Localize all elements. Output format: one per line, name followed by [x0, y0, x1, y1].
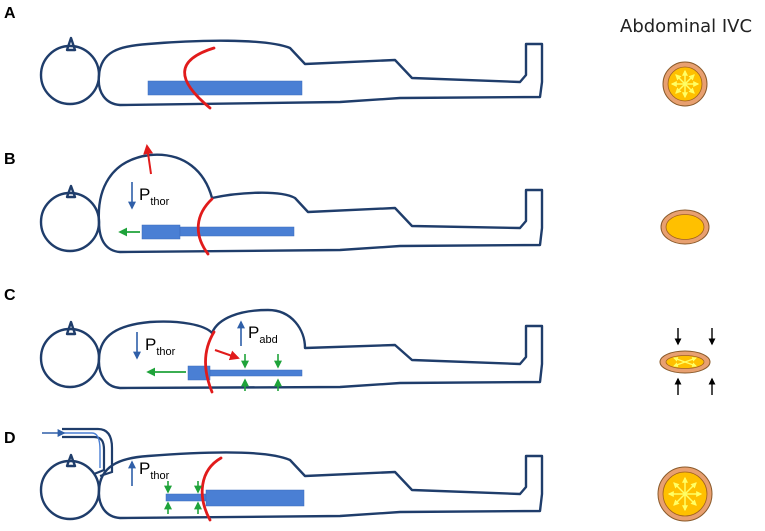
abdominal-pressure-label-c: Pabd [248, 323, 278, 346]
ivc-vessel-b [179, 226, 295, 237]
diaphragm-a [183, 46, 216, 110]
pressure-label-b: Pthor [139, 185, 170, 208]
nose-a [65, 36, 77, 52]
diaphragm-d [200, 456, 223, 522]
panel-d: D Pthor [4, 427, 713, 522]
compression-arrows-ivc-c [674, 328, 716, 395]
head-c [39, 327, 101, 389]
nose-d [65, 453, 77, 468]
torso-outline-a [97, 39, 544, 107]
nose-c [65, 320, 77, 336]
chest-expansion-arrow-b [143, 144, 154, 175]
ivc-cross-section-d [657, 466, 713, 522]
ivc-cross-section-b [660, 209, 710, 245]
ivc-vessel-d-thoracic [165, 493, 207, 502]
panel-letter-a: A [4, 5, 16, 22]
torso-outline-c [97, 308, 544, 390]
compression-arrows-c [241, 354, 282, 391]
ivc-cross-section-a [662, 61, 708, 107]
torso-outline-d [97, 451, 544, 520]
pressure-label-d: Pthor [139, 459, 170, 482]
panel-letter-b: B [4, 151, 16, 168]
panel-a: A [4, 5, 708, 110]
ivc-vessel-b-dilated [141, 224, 181, 240]
panel-c: C Pthor Pabd [4, 287, 716, 395]
thoracic-pressure-label-c: Pthor [145, 335, 176, 358]
diaphragm-b [196, 197, 214, 256]
head-b [39, 191, 101, 253]
column-header-abdominal-ivc: Abdominal IVC [620, 16, 752, 37]
compression-arrows-d [164, 481, 202, 514]
head-d [39, 459, 101, 521]
head-a [39, 44, 101, 106]
ivc-vessel-d-abdominal [205, 489, 305, 507]
diaphragm-descent-arrow-c [214, 349, 240, 361]
ivc-vessel-a [147, 80, 303, 96]
nose-b [65, 184, 77, 199]
ivc-vessel-c-abdominal [209, 369, 303, 377]
panel-letter-d: D [4, 430, 16, 447]
diaphragm-c [204, 330, 216, 394]
torso-outline-b [97, 153, 544, 254]
panel-letter-c: C [4, 287, 16, 304]
panel-b: B Pthor [4, 144, 710, 256]
ventilator-tube-d [60, 427, 114, 478]
ivc-cross-section-c [659, 328, 716, 395]
